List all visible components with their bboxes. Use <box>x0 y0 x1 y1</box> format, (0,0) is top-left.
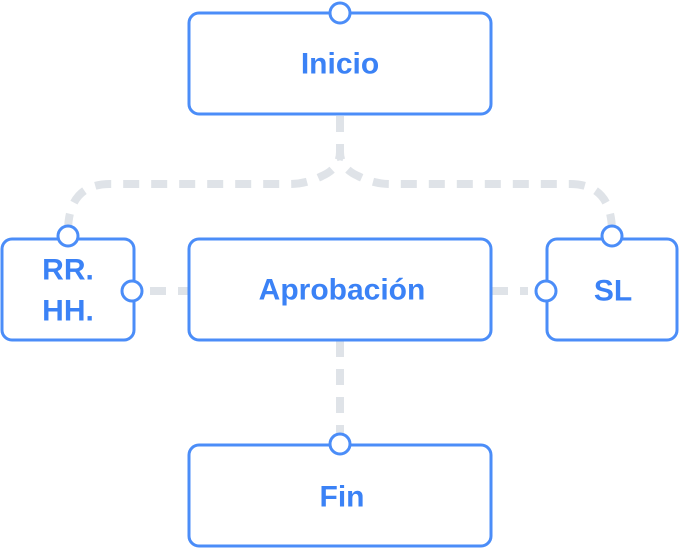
node-rrhh-port-right[interactable] <box>120 279 144 303</box>
node-aprobacion[interactable]: Aprobación <box>187 237 493 342</box>
node-fin-port-top[interactable] <box>328 432 352 456</box>
node-fin[interactable]: Fin <box>187 432 493 548</box>
node-inicio-port-top[interactable] <box>328 1 352 25</box>
connectors <box>64 116 616 436</box>
node-aprobacion-label: Aprobación <box>259 274 426 307</box>
node-aprobacion-box <box>187 237 493 342</box>
node-inicio-label: Inicio <box>301 48 379 81</box>
node-inicio[interactable]: Inicio <box>187 1 493 116</box>
node-sl-label: SL <box>594 275 632 308</box>
node-rrhh-label-line2: HH. <box>42 295 94 328</box>
node-sl-port-left[interactable] <box>534 279 558 303</box>
edge-inicio-sl <box>336 116 616 233</box>
edge-inicio-rrhh <box>64 116 344 233</box>
node-rrhh[interactable]: RR. HH. <box>0 224 144 342</box>
node-fin-label: Fin <box>320 481 365 514</box>
node-sl[interactable]: SL <box>534 224 679 342</box>
node-rrhh-port-top[interactable] <box>56 224 80 248</box>
node-sl-port-top[interactable] <box>600 224 624 248</box>
node-rrhh-label-line1: RR. <box>42 254 94 287</box>
